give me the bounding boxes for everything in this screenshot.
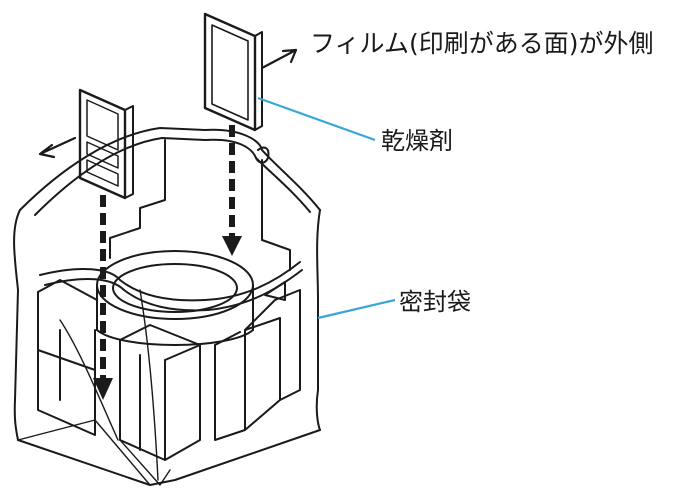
orient-arrow-left <box>38 136 77 159</box>
foam-center <box>119 324 201 461</box>
bag-front-rim <box>39 261 301 302</box>
film-card-left-inner <box>86 99 119 187</box>
bag-right-side <box>315 209 321 431</box>
bag-crease-2 <box>119 439 171 486</box>
leader-bag <box>317 298 396 320</box>
bag-back-rim-inner <box>34 137 311 216</box>
bag-crease-4 <box>139 289 159 481</box>
insert-arrows <box>100 125 235 380</box>
insert-arrowhead-left <box>93 378 113 400</box>
cylinder-wall <box>96 284 254 331</box>
film-orientation-label: フィルム(印刷がある面)が外側 <box>310 29 654 58</box>
orient-arrow-right <box>260 48 298 70</box>
desiccant-card-inner <box>211 24 249 121</box>
bag-front-rim-inner <box>44 269 303 312</box>
leader-desiccant <box>257 96 376 142</box>
desiccant-label: 乾燥剤 <box>381 127 453 155</box>
cylinder-bottom <box>96 329 254 346</box>
film-card-left-side <box>124 105 134 199</box>
bag-crease-1 <box>17 419 151 486</box>
desiccant-card-side <box>254 31 263 131</box>
foam-left <box>37 279 98 436</box>
inner-back-wall <box>109 139 291 271</box>
cylinder-inner <box>112 263 238 313</box>
bag-left-side <box>13 209 21 441</box>
insert-arrowhead-right <box>222 236 242 256</box>
bag-flap <box>255 146 270 164</box>
bag-crease-3 <box>59 319 119 441</box>
bag-back-rim <box>19 127 321 211</box>
foam-right <box>214 289 301 441</box>
sealed-bag-label: 密封袋 <box>399 288 471 316</box>
